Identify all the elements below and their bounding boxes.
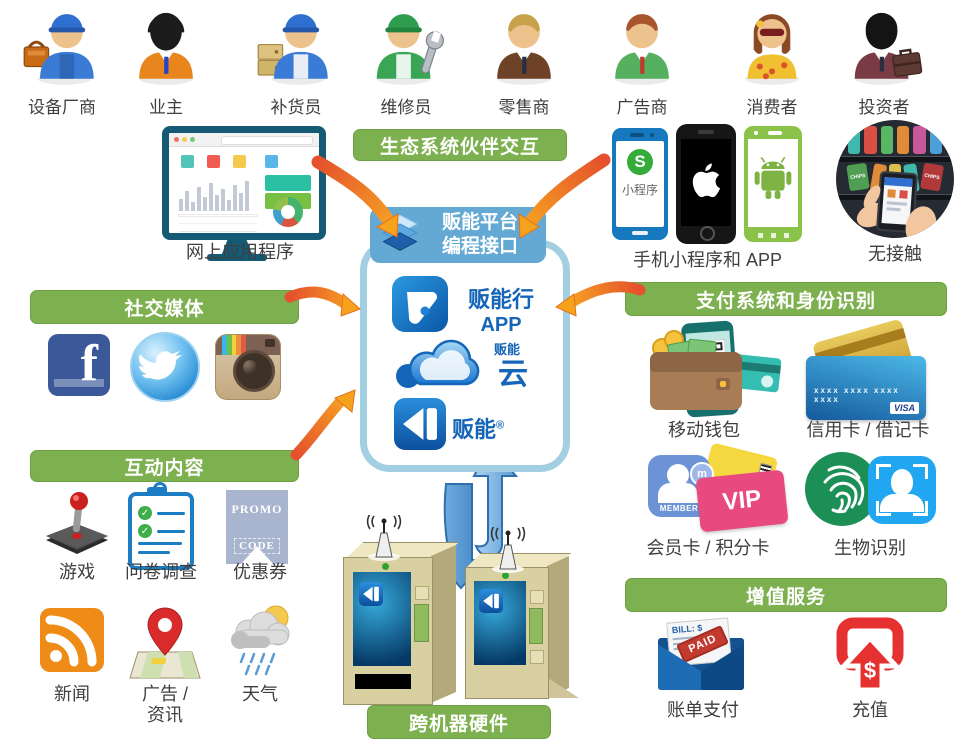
visa-card-icon: xxxx xxxx xxxx xxxx VISA — [806, 356, 926, 420]
person-label: 维修员 — [380, 98, 432, 117]
mini-bar-chart — [179, 177, 257, 211]
worker-toolbox-icon — [23, 14, 94, 85]
mini-donut-chart — [273, 197, 303, 227]
worker-wrench-icon — [376, 14, 445, 85]
android-phone — [744, 126, 802, 242]
wallet-icon — [650, 352, 742, 410]
weather-label: 天气 — [242, 684, 278, 704]
banner-social-media: 社交媒体 — [30, 290, 299, 324]
banner-ecosystem: 生态系统伙伴交互 — [353, 129, 567, 161]
owner-icon — [139, 12, 193, 85]
mini-program-icon: S — [627, 149, 653, 175]
coupon-label: 优惠券 — [233, 562, 287, 582]
persona-advertiser: 广告商 — [592, 8, 692, 118]
vip-card-icon: VIP — [695, 469, 789, 533]
brand-name: 贩能® — [452, 417, 505, 442]
apple-logo-icon — [692, 163, 721, 198]
mobile-apps-label: 手机小程序和 APP — [632, 250, 783, 270]
banner-payment-identity: 支付系统和身份识别 — [625, 282, 947, 316]
banner-interactive-content: 互动内容 — [30, 450, 299, 482]
fingerprint-icon — [805, 452, 879, 526]
ads-map-pin-icon — [129, 607, 201, 679]
persona-consumer: 消费者 — [722, 8, 822, 118]
member-points-label: 会员卡 / 积分卡 — [646, 538, 770, 558]
bill-payment-envelope-icon: BILL: $ PAID — [658, 617, 744, 690]
svg-text:云: 云 — [498, 358, 528, 391]
persona-repairman: 维修员 — [356, 8, 456, 118]
web-app-label: 网上应用程序 — [186, 242, 294, 262]
web-dashboard-monitor — [162, 126, 326, 240]
news-rss-icon — [40, 608, 104, 672]
persona-restocker: 补货员 — [246, 8, 346, 118]
survey-clipboard-icon: ✓ ✓ — [128, 482, 194, 570]
mini-program-phone: S 小程序 — [612, 128, 668, 240]
persona-owner: 业主 — [116, 8, 216, 118]
biometric-label: 生物识别 — [834, 538, 906, 558]
vending-machine-side — [431, 545, 456, 703]
instagram-icon — [215, 334, 281, 400]
person-label: 补货员 — [270, 98, 322, 117]
vending-button — [414, 604, 429, 642]
persona-equipment-manufacturer: 设备厂商 — [12, 8, 112, 118]
browser-bar — [169, 133, 319, 147]
monitor-stand — [222, 240, 252, 254]
chips-bag: CHIPS — [846, 162, 870, 192]
person-label: 消费者 — [746, 98, 798, 117]
vending-slot — [355, 674, 411, 689]
game-label: 游戏 — [59, 562, 95, 582]
platform-api-label: 贩能平台编程接口 — [441, 212, 518, 257]
bill-payment-label: 账单支付 — [667, 700, 739, 720]
contactless-vending-photo: CHIPS CHIPS — [836, 120, 954, 238]
mobile-wallet-label: 移动钱包 — [668, 420, 740, 440]
topup-icon: $ — [836, 617, 904, 693]
consumer-icon — [745, 14, 799, 85]
vending-screen — [353, 572, 411, 666]
person-label: 零售商 — [498, 98, 550, 117]
promo-coupon-icon: PROMO CODE — [226, 490, 288, 564]
banner-value-added-services: 增值服务 — [625, 578, 947, 612]
dollar-sign: $ — [864, 658, 876, 683]
antenna-icon — [490, 527, 526, 573]
contactless-label: 无接触 — [868, 244, 922, 264]
banner-cross-machine-hardware: 跨机器硬件 — [367, 705, 551, 739]
visa-logo: VISA — [889, 402, 919, 414]
person-label: 业主 — [149, 98, 183, 117]
persona-investor: 投资者 — [834, 8, 934, 118]
topup-label: 充值 — [852, 700, 888, 720]
retailer-icon — [497, 14, 551, 85]
fanneng-app-name: 贩能行 APP — [467, 287, 534, 336]
svg-text:贩能: 贩能 — [494, 342, 520, 357]
face-scan-icon — [868, 456, 936, 524]
vending-machine-b — [465, 567, 549, 699]
mini-program-badge: 小程序 — [621, 183, 658, 197]
fanneng-cloud-logo: 贩能 云 — [396, 339, 528, 391]
vending-machine-a — [343, 557, 433, 705]
person-label: 设备厂商 — [28, 98, 96, 117]
facebook-icon: f — [48, 334, 110, 396]
ios-phone — [676, 124, 736, 244]
person-label: 广告商 — [616, 98, 668, 117]
advertiser-icon — [615, 14, 669, 85]
survey-label: 问卷调查 — [125, 562, 197, 582]
fanneng-app-icon — [392, 276, 448, 332]
credit-debit-label: 信用卡 / 借记卡 — [806, 420, 930, 440]
investor-briefcase-icon — [854, 12, 923, 85]
news-label: 新闻 — [54, 684, 90, 704]
ads-label: 广告 /资讯 — [141, 684, 188, 725]
android-robot-icon — [754, 156, 792, 199]
layers-cube-icon — [382, 214, 418, 252]
ki-brand-icon — [394, 398, 446, 450]
antenna-icon — [366, 515, 402, 561]
joystick-game-icon — [46, 492, 108, 554]
weather-icon — [231, 605, 290, 676]
person-label: 投资者 — [858, 98, 910, 117]
arrow-interactive-to-hub — [290, 396, 346, 461]
twitter-icon — [130, 332, 200, 402]
persona-retailer: 零售商 — [474, 8, 574, 118]
worker-boxes-icon — [257, 14, 328, 85]
platform-api-box: 贩能平台编程接口 — [370, 207, 546, 263]
